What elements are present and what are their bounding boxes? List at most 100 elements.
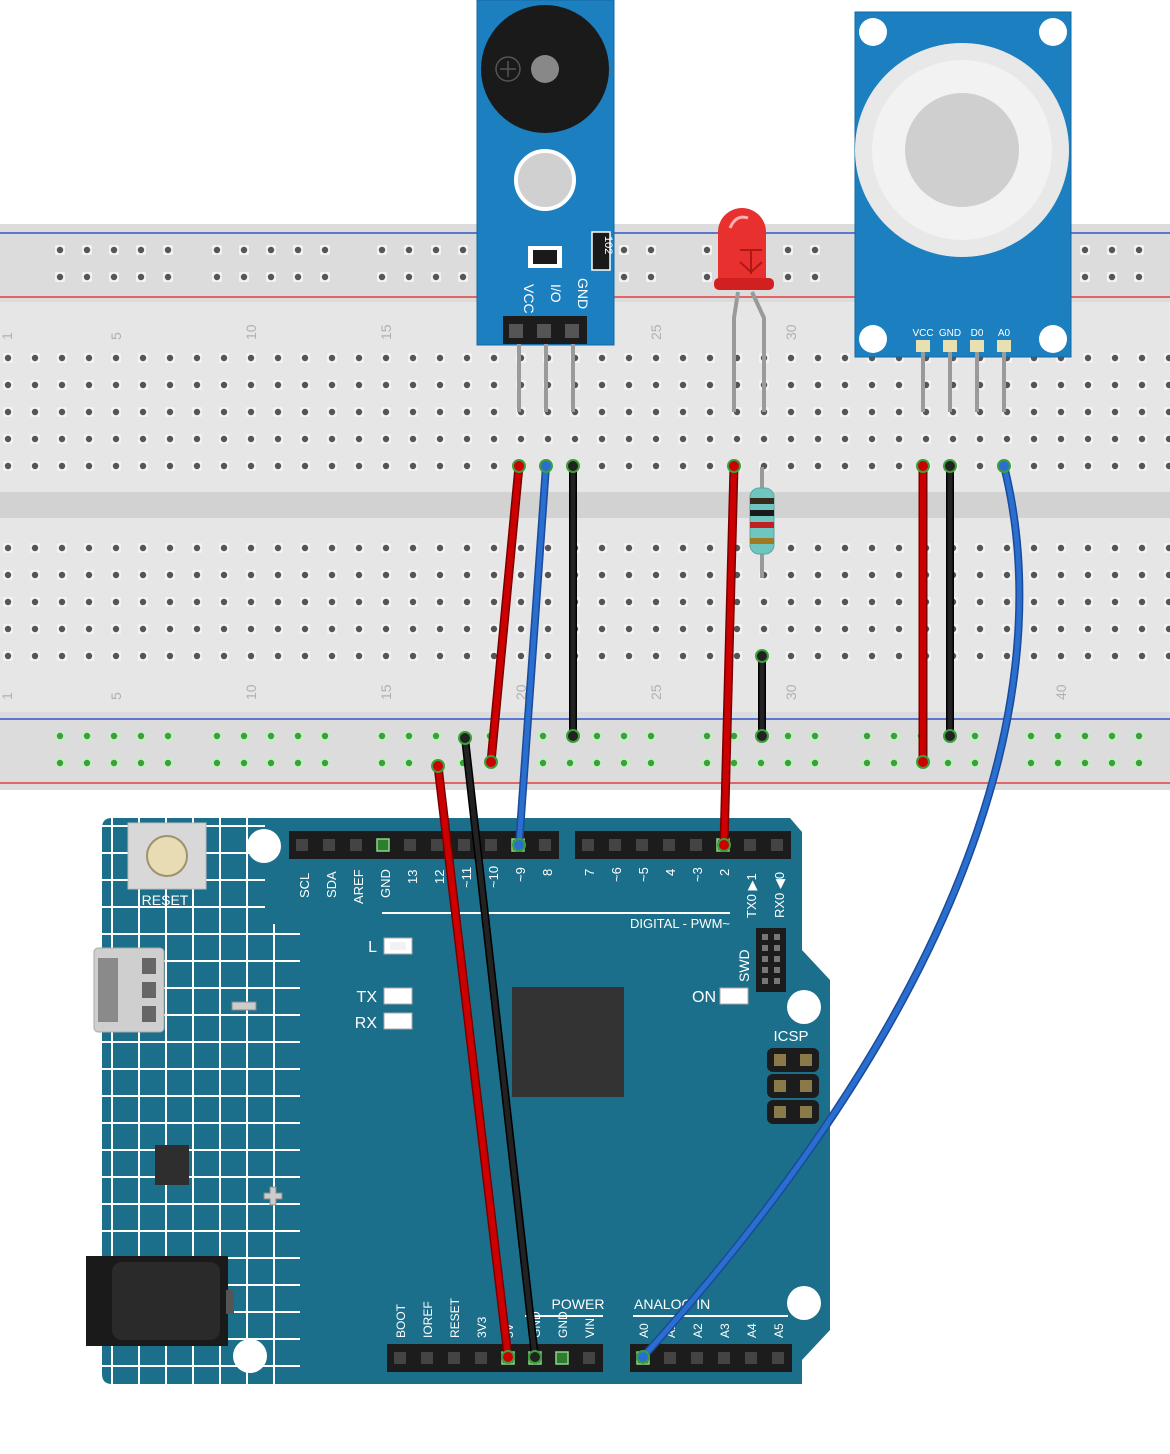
- breadboard-hole-dot: [1030, 544, 1038, 552]
- breadboard-hole-dot: [1111, 544, 1119, 552]
- breadboard-hole-dot: [922, 435, 930, 443]
- breadboard-hole-dot: [1003, 598, 1011, 606]
- header-pin[interactable]: [475, 1352, 487, 1364]
- breadboard-hole-dot: [1081, 273, 1089, 281]
- wire-end-cap[interactable]: [943, 729, 957, 743]
- wire-end-cap[interactable]: [512, 838, 526, 852]
- header-pin[interactable]: [448, 1352, 460, 1364]
- pin-label-ioref: IOREF: [421, 1301, 435, 1338]
- breadboard-hole-dot: [193, 381, 201, 389]
- header-pin[interactable]: [539, 839, 551, 851]
- wire-end-cap[interactable]: [755, 729, 769, 743]
- wire-end-cap[interactable]: [431, 759, 445, 773]
- header-pin[interactable]: [663, 839, 675, 851]
- column-numbers-bottom: 1 5 10 15 20 25 30 40: [0, 684, 1069, 700]
- breadboard-hole-dot: [811, 732, 819, 740]
- breadboard-hole-dot: [733, 625, 741, 633]
- wire-end-cap[interactable]: [916, 755, 930, 769]
- header-pin[interactable]: [772, 1352, 784, 1364]
- breadboard-hole-dot: [784, 246, 792, 254]
- wire-end-cap[interactable]: [755, 649, 769, 663]
- breadboard-hole-dot: [652, 354, 660, 362]
- breadboard-hole-dot: [436, 544, 444, 552]
- header-pin[interactable]: [485, 839, 497, 851]
- header-pin[interactable]: [404, 839, 416, 851]
- header-pin[interactable]: [421, 1352, 433, 1364]
- wire-end-cap[interactable]: [566, 729, 580, 743]
- wire-end-cap[interactable]: [484, 755, 498, 769]
- wire-end-cap[interactable]: [501, 1350, 515, 1364]
- breadboard-hole-dot: [784, 273, 792, 281]
- wire-end-cap[interactable]: [997, 459, 1011, 473]
- header-pin[interactable]: [394, 1352, 406, 1364]
- breadboard-hole-dot: [1084, 462, 1092, 470]
- mounting-hole: [787, 1286, 821, 1320]
- header-pin[interactable]: [323, 839, 335, 851]
- wire-red-5v: [435, 763, 511, 1360]
- breadboard-hole-dot: [1057, 598, 1065, 606]
- header-pin[interactable]: [691, 1352, 703, 1364]
- wire-end-cap[interactable]: [539, 459, 553, 473]
- breadboard-hole-dot: [652, 408, 660, 416]
- breadboard-hole-dot: [193, 408, 201, 416]
- col-num-bottom: 40: [1053, 684, 1069, 700]
- header-pin[interactable]: [296, 839, 308, 851]
- header-pin[interactable]: [690, 839, 702, 851]
- wire-end-cap[interactable]: [916, 459, 930, 473]
- breadboard-hole-dot: [213, 759, 221, 767]
- swd-pin: [774, 934, 780, 940]
- wire-end-cap[interactable]: [528, 1350, 542, 1364]
- wire-end-cap[interactable]: [727, 459, 741, 473]
- wire-end-cap[interactable]: [458, 731, 472, 745]
- header-pin[interactable]: [636, 839, 648, 851]
- header-pin[interactable]: [555, 1351, 569, 1365]
- header-pin[interactable]: [744, 839, 756, 851]
- col-num-bottom: 30: [783, 684, 799, 700]
- header-pin[interactable]: [718, 1352, 730, 1364]
- breadboard-hole-dot: [598, 354, 606, 362]
- breadboard-hole-dot: [1165, 598, 1170, 606]
- gas-pin-pad: [916, 340, 930, 352]
- breadboard-hole-dot: [706, 544, 714, 552]
- header-pin[interactable]: [583, 1352, 595, 1364]
- breadboard-hole-dot: [112, 571, 120, 579]
- header-pin[interactable]: [664, 1352, 676, 1364]
- wire-end-cap[interactable]: [943, 459, 957, 473]
- breadboard-hole-dot: [706, 381, 714, 389]
- column-numbers-top: 1 5 10 15 25 30: [0, 324, 799, 340]
- header-pin[interactable]: [350, 839, 362, 851]
- breadboard-hole-dot: [31, 435, 39, 443]
- wire-end-cap[interactable]: [717, 838, 731, 852]
- breadboard-hole-dot: [436, 381, 444, 389]
- header-pin[interactable]: [745, 1352, 757, 1364]
- header-pin[interactable]: [431, 839, 443, 851]
- breadboard-hole-dot: [58, 625, 66, 633]
- breadboard-hole-dot: [355, 381, 363, 389]
- breadboard-hole-dot: [814, 381, 822, 389]
- breadboard-hole-dot: [247, 462, 255, 470]
- breadboard-hole-dot: [1003, 652, 1011, 660]
- wire-end-cap[interactable]: [566, 459, 580, 473]
- header-pin[interactable]: [458, 839, 470, 851]
- breadboard-hole-dot: [1111, 354, 1119, 362]
- breadboard-hole-dot: [220, 462, 228, 470]
- header-pin[interactable]: [609, 839, 621, 851]
- breadboard-hole-dot: [1057, 571, 1065, 579]
- mounting-hole: [233, 1339, 267, 1373]
- header-pin[interactable]: [771, 839, 783, 851]
- breadboard-hole-dot: [31, 571, 39, 579]
- wire-end-cap[interactable]: [512, 459, 526, 473]
- header-pin[interactable]: [582, 839, 594, 851]
- wire-red-led-pin2: [721, 463, 737, 848]
- pin-label-6: ~6: [609, 867, 624, 882]
- wire-black-gnd: [462, 735, 538, 1360]
- icsp-pin: [774, 1080, 786, 1092]
- reset-button-cap[interactable]: [146, 835, 188, 877]
- power-title: POWER: [552, 1296, 605, 1312]
- breadboard-hole-dot: [463, 408, 471, 416]
- breadboard-hole-dot: [598, 544, 606, 552]
- header-pin[interactable]: [376, 838, 390, 852]
- wire-end-cap[interactable]: [636, 1350, 650, 1364]
- gas-pin-label-d0: D0: [971, 328, 984, 339]
- breadboard-hole-dot: [193, 571, 201, 579]
